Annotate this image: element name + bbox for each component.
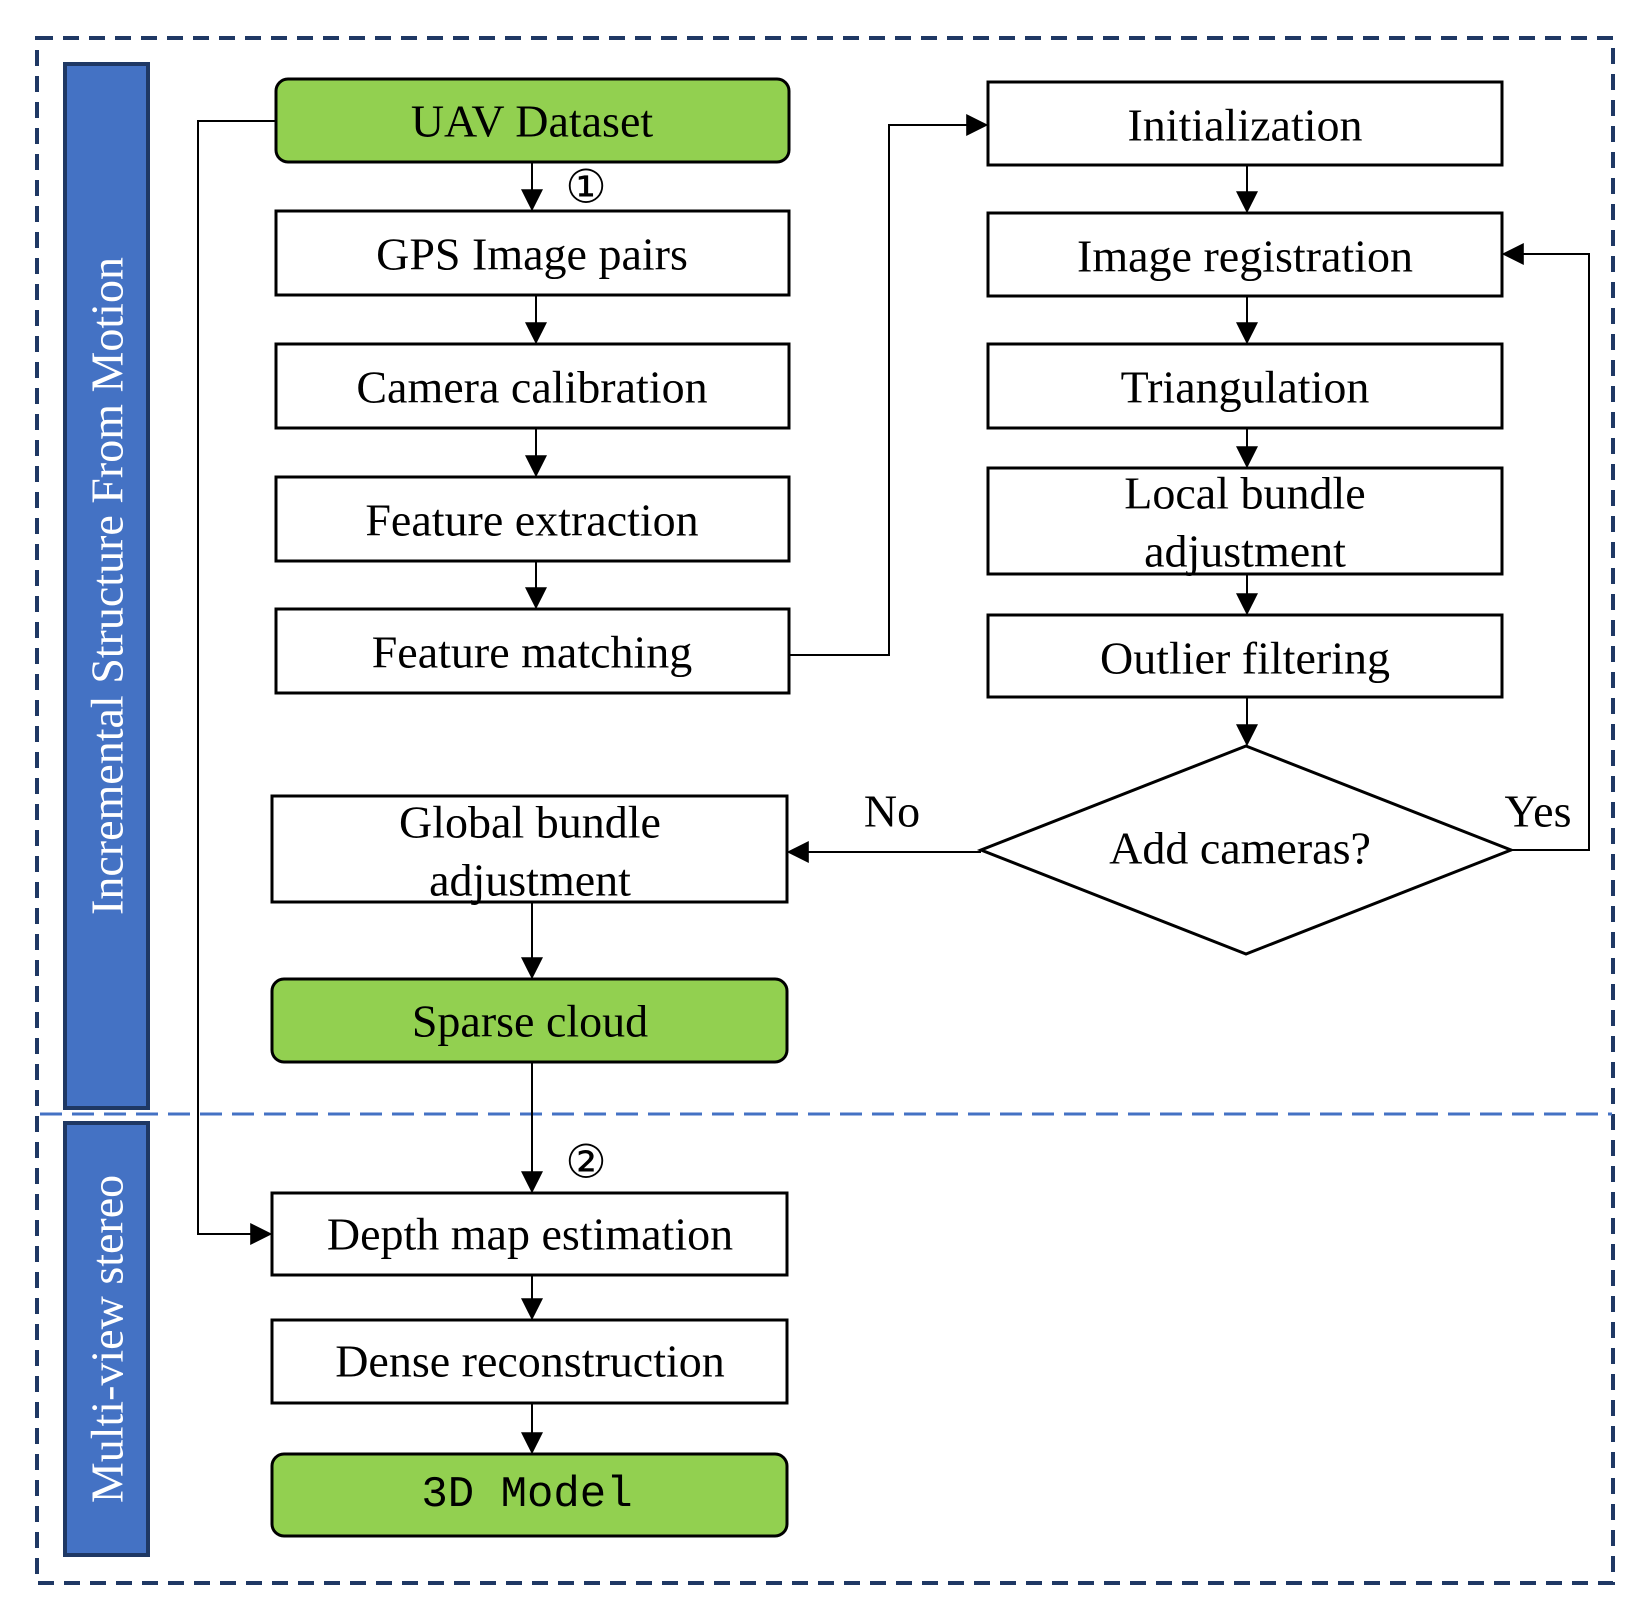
node-initialization: Initialization bbox=[986, 80, 1504, 167]
node-initialization-label: Initialization bbox=[1127, 100, 1362, 151]
node-triangulation-label: Triangulation bbox=[1121, 362, 1370, 413]
connectors bbox=[197, 114, 1590, 1455]
node-add-cameras-decision: Add cameras? bbox=[976, 744, 1516, 956]
node-triangulation: Triangulation bbox=[986, 342, 1504, 430]
node-feature-matching-label: Feature matching bbox=[372, 627, 693, 678]
node-feature-extraction: Feature extraction bbox=[274, 475, 791, 563]
sfm-phase-text: Incremental Structure From Motion bbox=[82, 257, 133, 915]
step-marker-2: ② bbox=[565, 1137, 606, 1188]
node-sparse-cloud: Sparse cloud bbox=[270, 977, 789, 1064]
edge-label-yes: Yes bbox=[1505, 786, 1572, 837]
node-local-ba-line1: Local bundle bbox=[1124, 468, 1365, 519]
sfm-phase-label: Incremental Structure From Motion bbox=[63, 62, 150, 1110]
node-dense-reconstruction-label: Dense reconstruction bbox=[335, 1336, 725, 1387]
node-outlier-filtering-label: Outlier filtering bbox=[1100, 633, 1390, 684]
node-global-ba-line1: Global bundle bbox=[399, 797, 661, 848]
node-3d-model: 3D Model bbox=[270, 1452, 789, 1538]
node-camera-calibration: Camera calibration bbox=[274, 342, 791, 430]
node-camera-calibration-label: Camera calibration bbox=[356, 362, 707, 413]
node-feature-matching: Feature matching bbox=[274, 607, 791, 695]
mvs-phase-label: Multi-view stereo bbox=[63, 1121, 150, 1557]
node-dense-reconstruction: Dense reconstruction bbox=[270, 1318, 789, 1405]
edge-matching-to-initialization bbox=[789, 114, 989, 656]
node-gps-image-pairs: GPS Image pairs bbox=[274, 209, 791, 297]
node-add-cameras-label: Add cameras? bbox=[1109, 823, 1371, 874]
node-global-ba-line2: adjustment bbox=[429, 855, 631, 906]
step-marker-1: ① bbox=[565, 162, 606, 213]
node-local-ba-line2: adjustment bbox=[1144, 526, 1346, 577]
edge-label-no: No bbox=[864, 786, 920, 837]
outer-dashed-border bbox=[35, 36, 1615, 1585]
node-sparse-cloud-label: Sparse cloud bbox=[412, 996, 648, 1047]
node-local-bundle-adjustment: Local bundle adjustment bbox=[986, 466, 1504, 577]
mvs-phase-text: Multi-view stereo bbox=[82, 1175, 133, 1503]
node-outlier-filtering: Outlier filtering bbox=[986, 613, 1504, 699]
node-uav-dataset: UAV Dataset bbox=[274, 77, 791, 164]
node-feature-extraction-label: Feature extraction bbox=[365, 495, 698, 546]
node-gps-image-pairs-label: GPS Image pairs bbox=[376, 229, 688, 280]
node-image-registration-label: Image registration bbox=[1077, 231, 1413, 282]
edge-decision-yes-loop bbox=[1501, 243, 1590, 851]
node-image-registration: Image registration bbox=[986, 211, 1504, 298]
node-uav-dataset-label: UAV Dataset bbox=[411, 96, 654, 147]
node-depth-map-estimation: Depth map estimation bbox=[270, 1191, 789, 1277]
node-global-bundle-adjustment: Global bundle adjustment bbox=[270, 794, 789, 906]
node-depth-map-label: Depth map estimation bbox=[327, 1209, 733, 1260]
edge-uav-to-depth-map bbox=[197, 120, 276, 1245]
node-3d-model-label: 3D Model bbox=[421, 1470, 632, 1520]
